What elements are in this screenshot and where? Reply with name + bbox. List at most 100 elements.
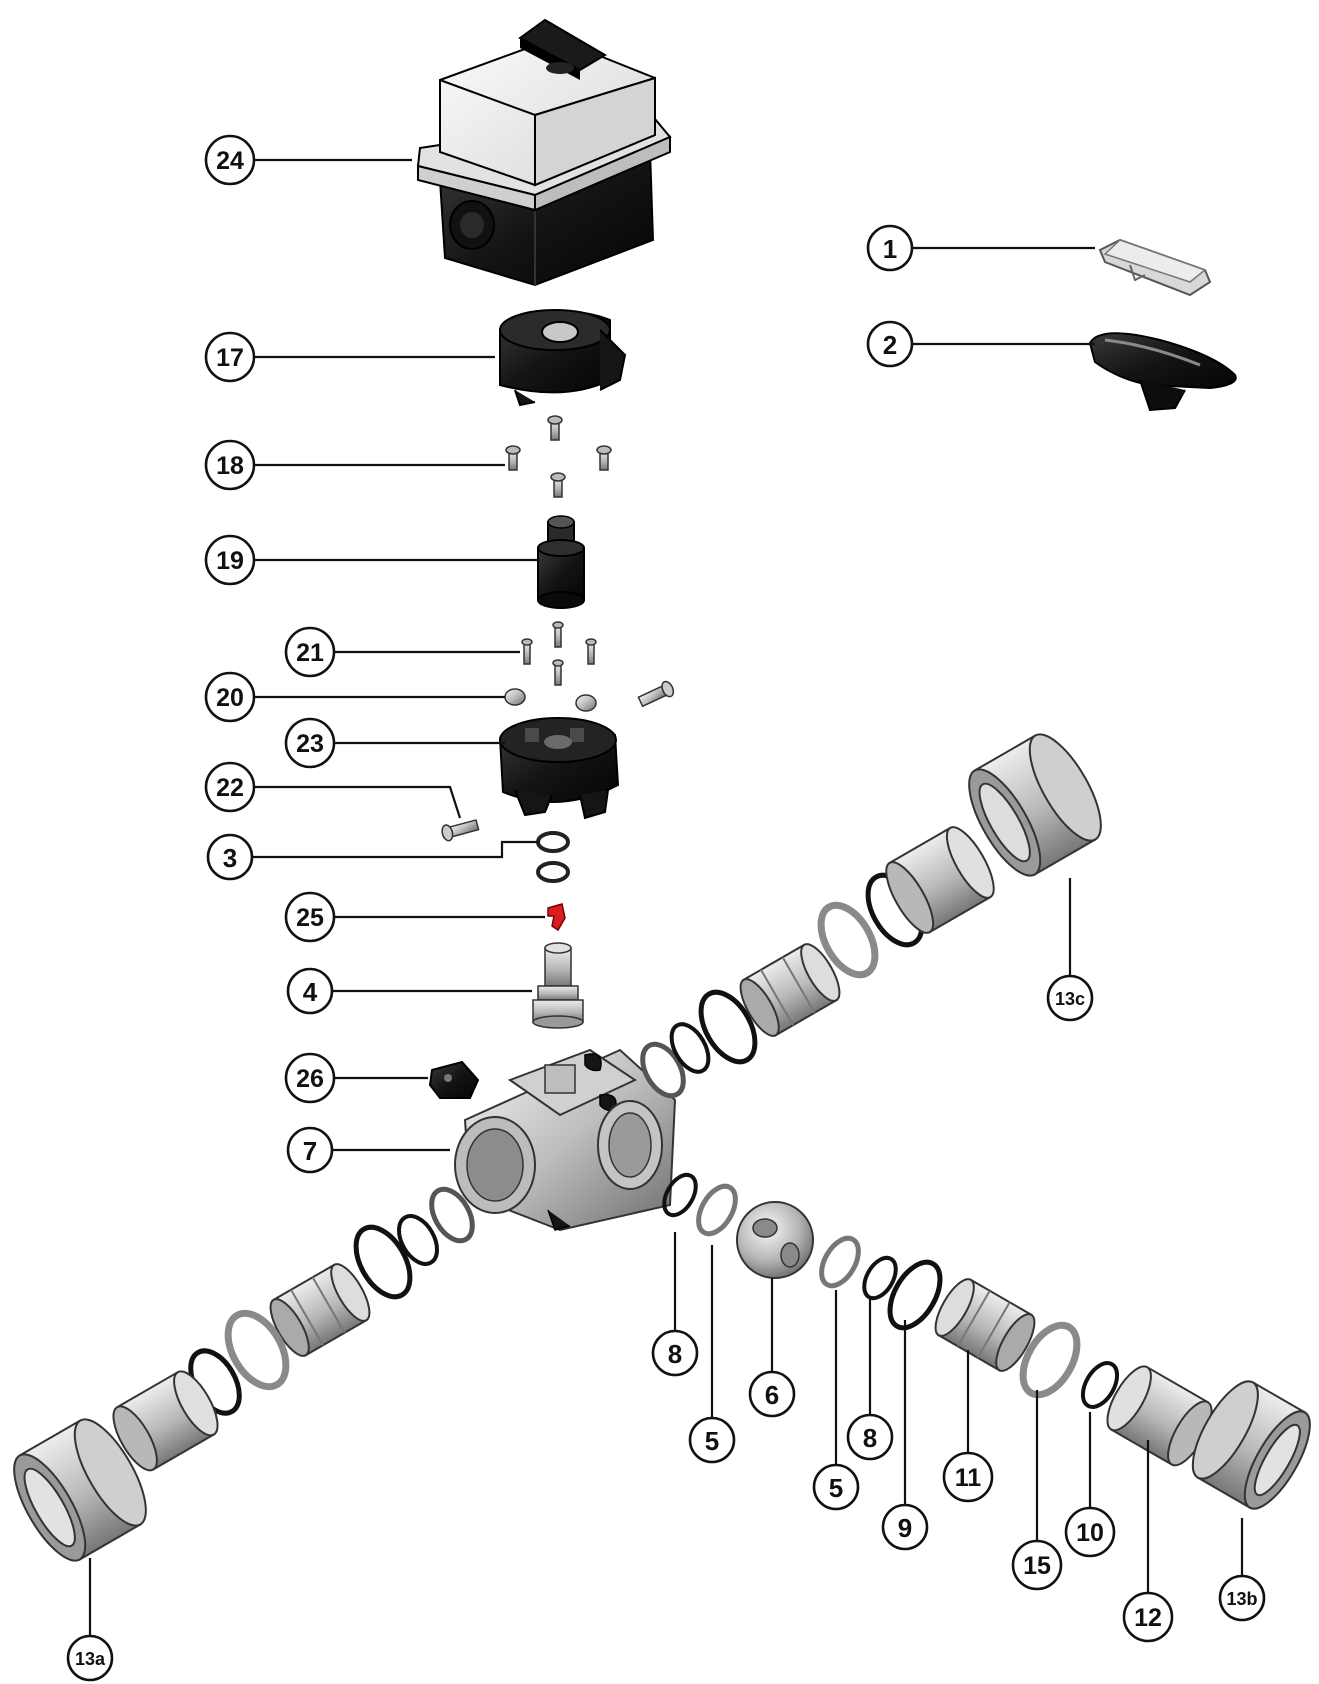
callout-label: 6 (765, 1380, 779, 1410)
callout-label: 20 (216, 684, 244, 712)
o-ring-part (669, 1022, 711, 1074)
callout-label: 21 (296, 639, 324, 667)
seat-ring-part (696, 1183, 738, 1237)
callout-26: 26 (284, 1052, 336, 1104)
callout-11: 11 (942, 1451, 994, 1503)
screw-group-21 (521, 621, 675, 708)
screw-part (505, 445, 521, 471)
ball-part (736, 1201, 814, 1279)
screw-group-18 (505, 415, 612, 498)
callout-21: 21 (284, 626, 336, 678)
branch-13c (640, 733, 1102, 1099)
nut-part (575, 694, 597, 712)
o-ring-group-3 (536, 831, 570, 883)
o-ring-part (862, 1255, 898, 1301)
callout-15: 15 (1011, 1539, 1063, 1591)
callout-18: 18 (204, 439, 256, 491)
stopper-part (547, 903, 566, 932)
callout-label: 8 (668, 1339, 682, 1369)
callout-8a: 8 (651, 1329, 699, 1377)
callout-label: 10 (1076, 1519, 1104, 1547)
carrier-part (269, 1263, 371, 1357)
branch-13a (13, 1186, 475, 1562)
adapter-plate-part (498, 717, 620, 820)
callout-label: 13b (1226, 1589, 1257, 1609)
o-ring-part (1080, 1361, 1120, 1409)
callout-13c: 13c (1046, 974, 1094, 1022)
seat-ring-part (429, 1186, 475, 1244)
callouts: 1 2 24 17 18 19 21 20 (66, 134, 1266, 1682)
callout-label: 25 (296, 904, 324, 932)
screw-part (637, 680, 675, 708)
o-ring-part (536, 831, 570, 853)
callout-label: 23 (296, 730, 324, 758)
callout-label: 5 (829, 1473, 843, 1503)
screw-part (585, 638, 597, 665)
callout-25: 25 (284, 891, 336, 943)
handle-part (1088, 332, 1237, 412)
callout-17: 17 (204, 331, 256, 383)
callout-label: 8 (863, 1423, 877, 1453)
o-ring-part (698, 989, 758, 1065)
branch-13b (662, 1172, 1311, 1510)
actuator-part (416, 18, 672, 287)
o-ring-part (536, 861, 570, 883)
callout-13a: 13a (66, 1634, 114, 1682)
cap-part (1098, 238, 1212, 297)
nut-group-20 (504, 688, 597, 712)
callout-label: 11 (955, 1464, 982, 1492)
callout-2: 2 (866, 320, 914, 368)
callout-24: 24 (204, 134, 256, 186)
callout-label: 5 (705, 1426, 719, 1456)
union-nut-part (968, 733, 1102, 877)
callout-label: 13c (1055, 989, 1085, 1009)
callout-label: 3 (223, 843, 237, 873)
callout-label: 1 (883, 234, 897, 264)
screw-part (552, 621, 564, 648)
callout-4: 4 (286, 967, 334, 1015)
callout-label: 4 (303, 977, 318, 1007)
leader-line (253, 840, 540, 859)
bolt-part (441, 819, 480, 842)
callout-3: 3 (206, 833, 254, 881)
screw-part (547, 415, 563, 441)
stem-part (532, 942, 584, 1029)
valve-body-part (454, 1048, 677, 1232)
carrier-part (934, 1278, 1036, 1372)
callout-label: 9 (898, 1513, 912, 1543)
bracket-part (499, 309, 627, 407)
callout-7: 7 (286, 1126, 334, 1174)
callout-19: 19 (204, 534, 256, 586)
callout-label: 22 (216, 774, 244, 802)
callout-label: 12 (1134, 1604, 1162, 1632)
callout-5a: 5 (688, 1416, 736, 1464)
o-ring-part (887, 1259, 943, 1331)
callout-8b: 8 (846, 1413, 894, 1461)
leader-line (253, 785, 462, 819)
o-ring-part (397, 1214, 439, 1266)
callout-6: 6 (748, 1370, 796, 1418)
end-connector-part (885, 826, 995, 934)
union-nut-part (13, 1418, 147, 1562)
screw-part (550, 472, 566, 498)
callout-1: 1 (866, 224, 914, 272)
leader-lines (88, 158, 1244, 1638)
o-ring-part (662, 1172, 698, 1218)
seat-ring-part (1019, 1321, 1081, 1399)
callout-23: 23 (284, 717, 336, 769)
carrier-part (739, 943, 841, 1037)
callout-13b: 13b (1218, 1574, 1266, 1622)
callout-label: 2 (883, 330, 897, 360)
callout-22: 22 (204, 761, 256, 813)
nut-part (504, 688, 526, 706)
seat-ring-part (819, 1235, 861, 1289)
clip-part (428, 1060, 480, 1099)
o-ring-part (353, 1224, 413, 1300)
end-connector-part (1106, 1365, 1213, 1467)
screw-part (552, 659, 564, 686)
callout-label: 18 (216, 452, 244, 480)
callout-10: 10 (1064, 1506, 1116, 1558)
screw-part (596, 445, 612, 471)
seat-ring-part (817, 901, 879, 979)
